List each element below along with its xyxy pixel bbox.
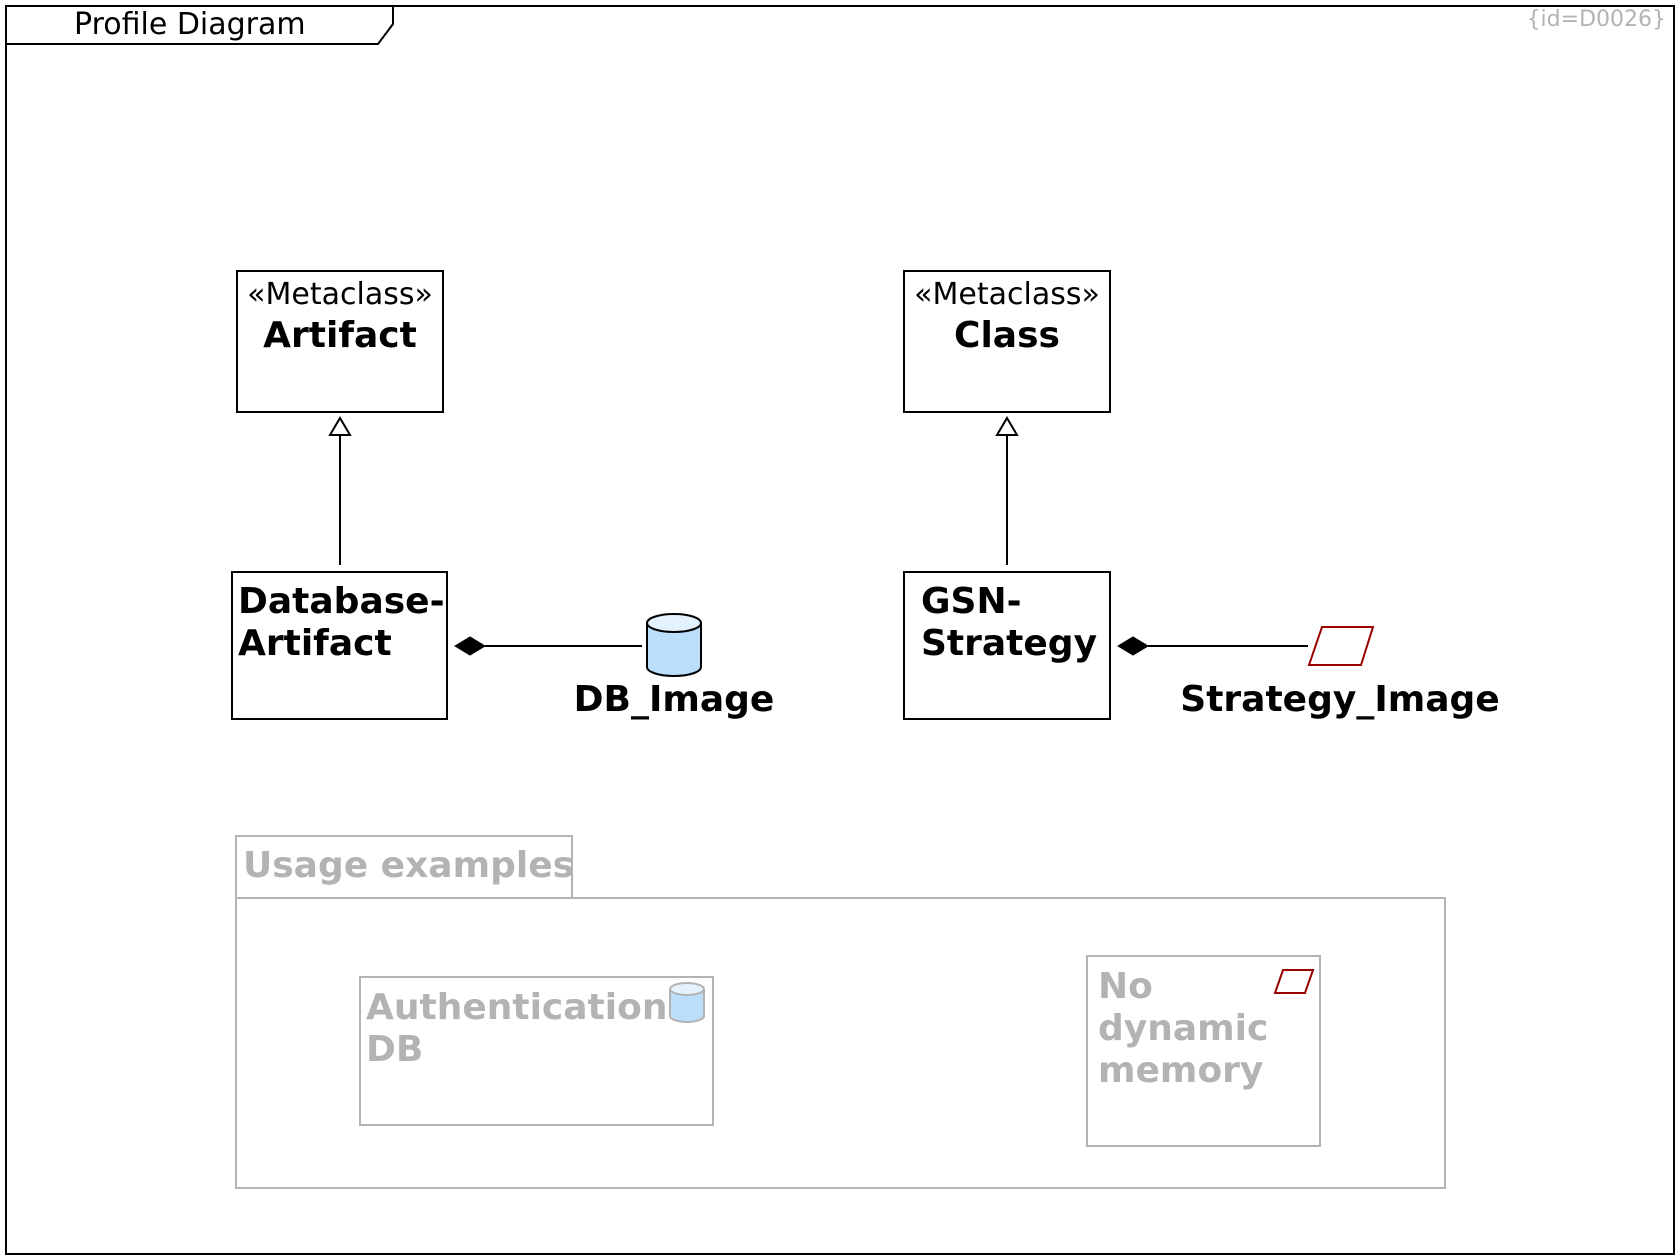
example-authentication-db-name: Authentication DB [366, 987, 680, 1070]
filled-diamond-icon [1117, 636, 1149, 656]
composition-db-image[interactable] [454, 636, 642, 656]
hollow-triangle-arrowhead-icon [328, 416, 352, 436]
frame-id-label: {id=D0026} [1527, 7, 1666, 32]
strategy-image[interactable]: Strategy_Image [1180, 626, 1500, 720]
usage-package-title: Usage examples [243, 845, 574, 886]
stereotype-database-artifact-box [231, 571, 448, 720]
metaclass-class-name: Class [954, 315, 1060, 356]
parallelogram-icon [1307, 626, 1375, 666]
metaclass-artifact-stereotype: «Metaclass» [247, 277, 433, 312]
frame-title-tab [5, 5, 394, 45]
stereotype-database-artifact-name: Database- Artifact [238, 581, 457, 664]
stereotype-database-artifact[interactable]: Database- Artifact [231, 571, 457, 720]
database-cylinder-icon [646, 613, 702, 677]
extension-arrow-gsn-strategy[interactable] [995, 416, 1019, 565]
strategy-image-label: Strategy_Image [1180, 679, 1499, 720]
example-no-dynamic-memory-name: No dynamic memory [1098, 966, 1281, 1091]
hollow-triangle-arrowhead-icon [995, 416, 1019, 436]
example-authentication-db[interactable]: Authentication DB [359, 976, 714, 1126]
composition-strategy-image[interactable] [1117, 636, 1308, 656]
metaclass-class-stereotype: «Metaclass» [914, 277, 1100, 312]
example-no-dynamic-memory[interactable]: No dynamic memory [1086, 955, 1321, 1147]
frame-title: Profile Diagram [74, 7, 306, 42]
stereotype-gsn-strategy-box [903, 571, 1111, 720]
example-authentication-db-box [359, 976, 714, 1126]
stereotype-gsn-strategy-name: GSN- Strategy [921, 581, 1097, 664]
filled-diamond-icon [454, 636, 486, 656]
db-image[interactable]: DB_Image [574, 613, 775, 720]
metaclass-artifact-name: Artifact [263, 315, 417, 356]
usage-examples-package[interactable]: Usage examples Authentication DB No dyna… [235, 835, 1446, 1189]
db-image-label: DB_Image [574, 679, 775, 720]
metaclass-artifact[interactable]: «Metaclass» Artifact [236, 270, 444, 413]
metaclass-artifact-box [236, 270, 444, 413]
database-cylinder-icon [669, 982, 705, 1023]
extension-arrow-database-artifact[interactable] [328, 416, 352, 565]
parallelogram-icon [1273, 969, 1315, 994]
metaclass-class[interactable]: «Metaclass» Class [903, 270, 1111, 413]
stereotype-gsn-strategy[interactable]: GSN- Strategy [903, 571, 1111, 720]
metaclass-class-box [903, 270, 1111, 413]
